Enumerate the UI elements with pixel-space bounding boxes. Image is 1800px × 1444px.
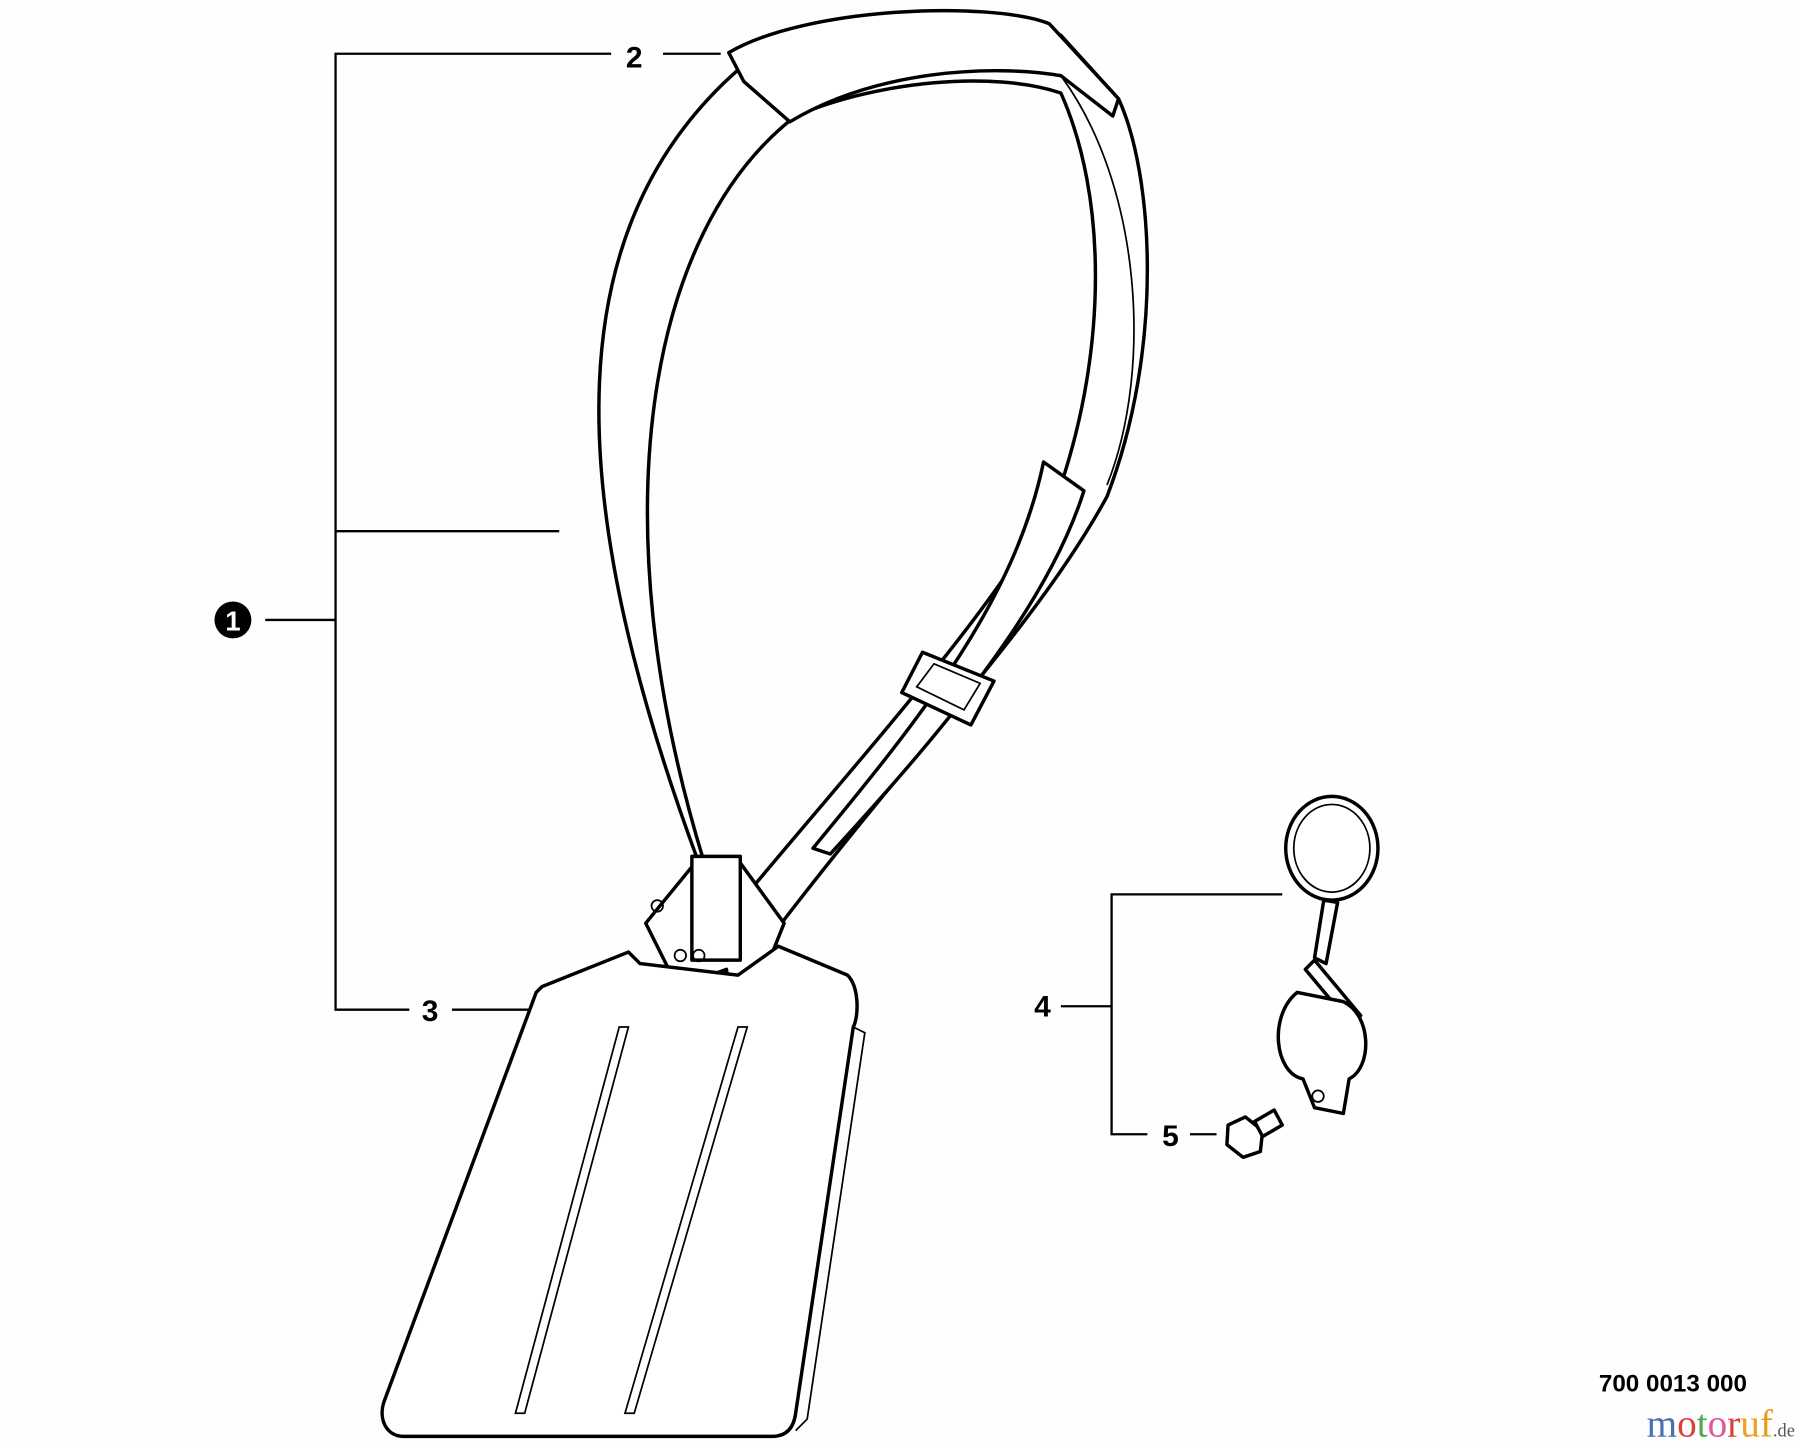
bolt bbox=[1225, 1108, 1284, 1160]
shoulder-pad bbox=[727, 8, 1121, 124]
callout-4: 4 bbox=[1034, 991, 1051, 1024]
callout-5: 5 bbox=[1162, 1120, 1179, 1153]
callout-1: 1 bbox=[225, 605, 240, 636]
shoulder-strap bbox=[597, 8, 1149, 1093]
hip-pad bbox=[380, 944, 866, 1439]
watermark-logo: motoruf.de bbox=[1647, 1402, 1795, 1444]
callout-2: 2 bbox=[626, 42, 643, 75]
callout-3: 3 bbox=[422, 995, 439, 1028]
strap-buckle bbox=[900, 650, 996, 727]
hanger-clamp bbox=[1276, 794, 1380, 1116]
drawing-number: 700 0013 000 bbox=[1599, 1370, 1747, 1397]
back-pad bbox=[811, 460, 1086, 856]
clip-latch bbox=[690, 854, 743, 962]
callout-1-circle bbox=[214, 601, 252, 639]
